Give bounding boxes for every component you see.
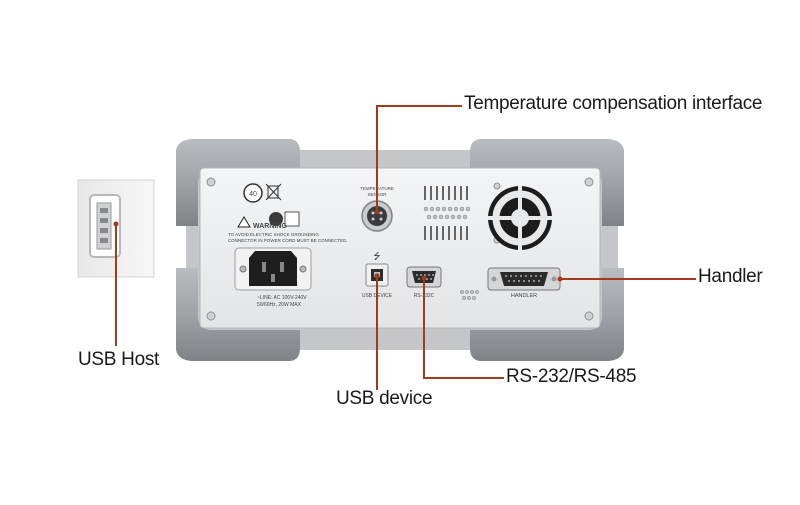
leader-temperature [376, 105, 462, 212]
callout-rs232-rs485: RS-232/RS-485 [506, 366, 637, 387]
bumper-bottom-left [176, 268, 300, 361]
panel-markings: 40 WARNING TO AVOID ELECTRIC SHOCK GROUN… [228, 183, 348, 243]
rs232-pinout-diagram [459, 289, 480, 301]
ground-symbol-icon [284, 211, 300, 227]
leader-rs232 [423, 278, 504, 379]
handler-pinout-text [423, 186, 471, 240]
warning-title: WARNING [253, 223, 287, 230]
warning-line-2: CONNECTOR IN POWER CORD MUST BE CONNECTE… [228, 238, 348, 243]
power-inlet: ~LINE: AC 100V-240V 50/60Hz, 20W MAX [234, 247, 312, 308]
callout-usb-device: USB device [336, 388, 433, 409]
usb-symbol-icon: ⭍ [373, 251, 381, 261]
age-badge-text: 40 [249, 191, 257, 198]
cooling-fan-icon [488, 186, 552, 250]
handler-port: HANDLER [487, 267, 561, 299]
callout-handler: Handler [698, 266, 763, 287]
weee-bin-icon [267, 185, 279, 199]
power-rating-line-2: 50/60Hz, 20W MAX [257, 302, 302, 308]
bumper-bottom-right [470, 268, 624, 361]
bumper-top-right [470, 139, 624, 226]
handler-port-label: HANDLER [511, 293, 537, 299]
callout-temperature-compensation: Temperature compensation interface [464, 93, 763, 114]
age-badge-icon [243, 183, 263, 203]
callout-leader-lines [115, 105, 696, 390]
power-rating-line-1: ~LINE: AC 100V-240V [257, 295, 307, 301]
bumper-top-left [176, 139, 300, 226]
warning-line-1: TO AVOID ELECTRIC SHOCK GROUNDING [228, 232, 319, 237]
ground-terminal-icon [269, 212, 283, 226]
callout-usb-host: USB Host [78, 349, 160, 370]
warning-triangle-icon [237, 216, 251, 228]
